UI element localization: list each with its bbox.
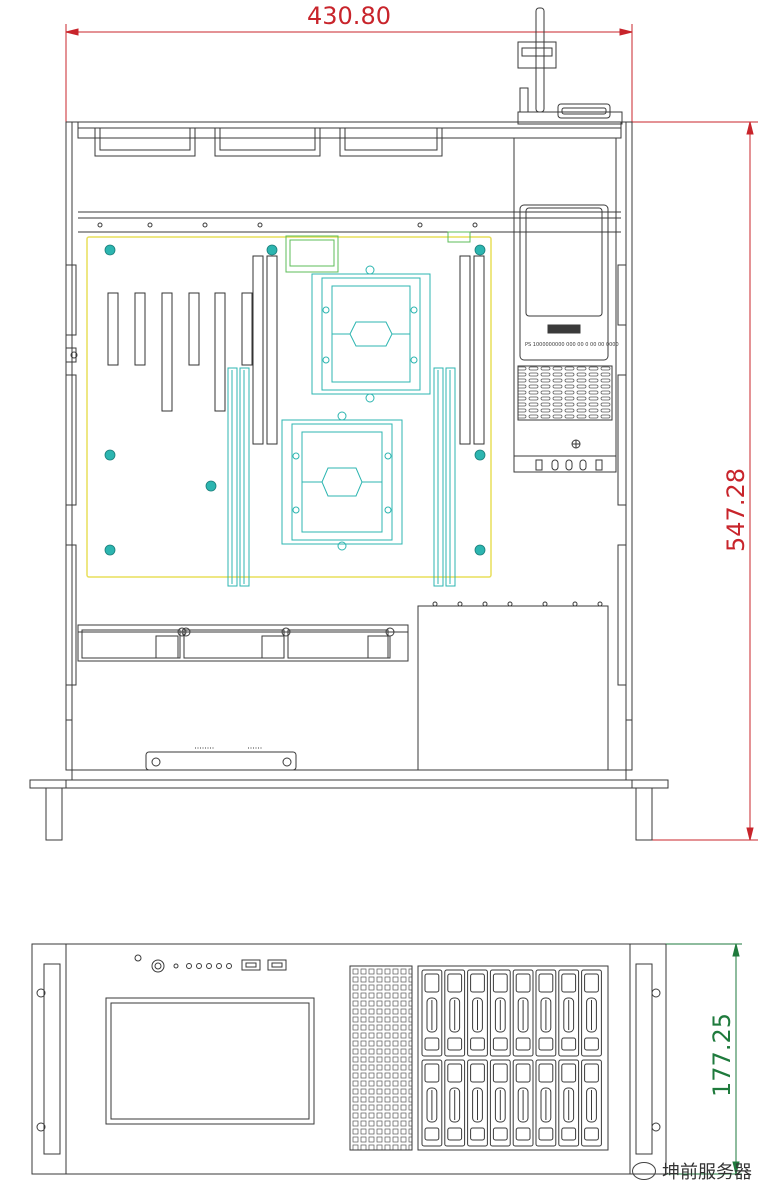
width-dimension-label: 430.80 [307,2,391,30]
depth-dimension-label: 547.28 [722,468,750,552]
depth-dimension [632,121,758,841]
height-dimension-label: 177.25 [708,1013,736,1097]
drive-bay [421,969,443,1057]
motherboard [86,231,492,587]
height-dimension [666,943,742,1175]
front-view [31,943,667,1175]
drive-bay [512,969,534,1057]
drive-bay [444,1059,466,1147]
drive-bay [558,969,580,1057]
drive-bay [489,1059,511,1147]
drive-bay-group [421,969,602,1147]
watermark-text: 坤前服务器 [662,1162,752,1183]
top-view: PS 1000000000 000 00 0 00 00 0000 [29,7,758,841]
drive-bay [535,969,557,1057]
svg-text:PS 1000000000 000 00 0 00 00: PS 1000000000 000 00 0 00 00 0000 [525,342,619,348]
wechat-icon [632,1162,656,1180]
drive-bay [581,1059,602,1147]
drive-bay [421,1059,443,1147]
drive-bays [417,965,609,1151]
drive-bay [489,969,511,1057]
drive-bay [581,969,602,1057]
drive-bay [467,1059,488,1147]
drive-bay [512,1059,534,1147]
cpu-socket-2 [281,411,403,551]
cpu-socket-1 [311,265,431,403]
drive-bay [535,1059,557,1147]
drive-bay [444,969,466,1057]
watermark: 坤前服务器 [632,1158,752,1184]
drive-bay [558,1059,580,1147]
width-dimension [65,24,633,122]
drive-bay [467,969,488,1057]
